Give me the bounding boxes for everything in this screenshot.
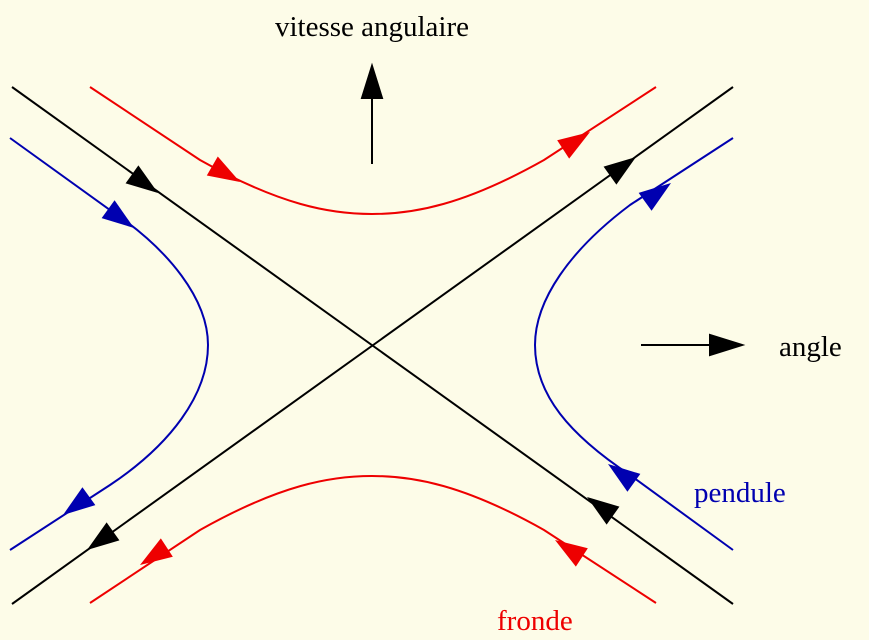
x-axis-label: angle (779, 331, 842, 363)
sling-curve-top (89, 86, 657, 216)
arrowhead-separatrix-1 (125, 165, 165, 202)
y-axis-label: vitesse angulaire (275, 11, 469, 43)
arrowhead-sling-2 (557, 122, 596, 159)
pendulum-curve-right (533, 137, 734, 551)
pendulum-trajectories (9, 137, 734, 551)
arrowhead-separatrix-4 (80, 522, 120, 559)
axis-arrows (360, 62, 746, 357)
sling-label: fronde (497, 605, 573, 635)
arrowhead-pendulum-3 (601, 455, 641, 492)
pendulum-label: pendule (694, 477, 786, 509)
pendulum-curve-left (9, 137, 210, 551)
sling-trajectories (89, 86, 657, 604)
x-axis-arrowhead (709, 333, 746, 357)
sling-curve-bottom (89, 474, 657, 604)
arrowhead-separatrix-2 (603, 148, 643, 185)
sling-arrowheads (134, 122, 596, 575)
arrowhead-pendulum-1 (101, 200, 141, 237)
y-axis-arrowhead (360, 62, 384, 99)
arrowhead-pendulum-2 (56, 487, 96, 524)
arrowhead-pendulum-4 (638, 174, 678, 211)
arrowhead-sling-1 (206, 156, 246, 192)
